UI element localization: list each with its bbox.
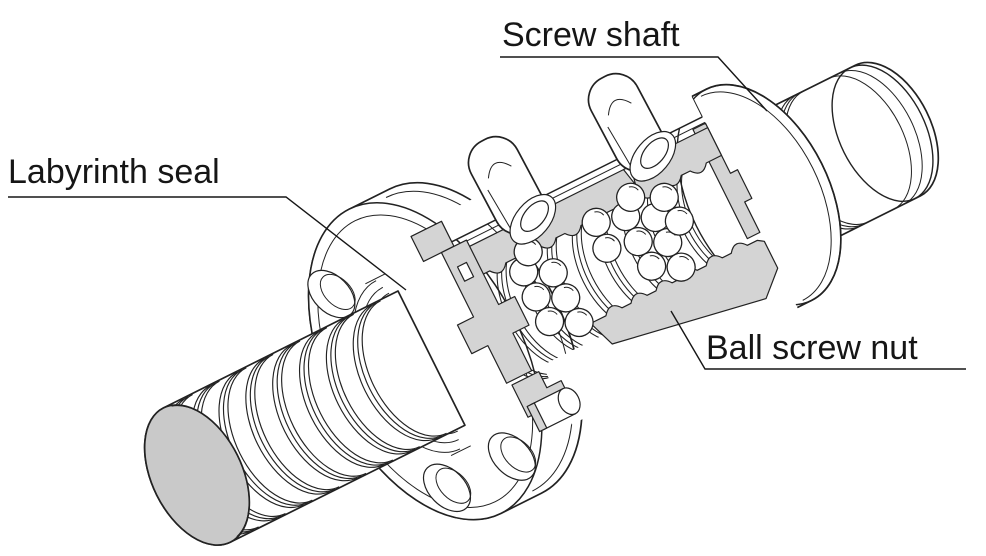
- bearing-ball: [534, 306, 565, 337]
- bearing-ball-circle: [666, 252, 696, 282]
- seal-groove-notch: [456, 261, 475, 282]
- label-screw-shaft: Screw shaft: [502, 16, 680, 54]
- bearing-ball: [564, 307, 594, 338]
- thread-line: [227, 367, 313, 504]
- leader-line-labyrinth-seal: [8, 196, 407, 291]
- bearing-ball-circle: [564, 307, 594, 338]
- label-labyrinth-seal: Labyrinth seal: [8, 153, 220, 191]
- thread-line: [281, 340, 367, 477]
- thread-line: [361, 300, 447, 437]
- thread-line: [325, 318, 412, 455]
- thread-line: [334, 313, 420, 451]
- thread-line: [330, 315, 416, 453]
- thread-line: [254, 353, 340, 491]
- thread-line: [357, 302, 443, 439]
- bolt-hole-counterbore: [487, 432, 536, 481]
- ball-highlight: [547, 310, 558, 315]
- thread-line: [307, 327, 394, 464]
- seal-collar-line: [365, 273, 386, 285]
- ball-highlight: [551, 261, 562, 267]
- bottom-seal-and-fitting: [511, 371, 581, 433]
- ball-highlight: [636, 230, 647, 235]
- ball-highlight: [577, 311, 588, 316]
- bearing-ball: [521, 282, 551, 312]
- ball-highlight: [679, 256, 690, 261]
- thread-line: [785, 90, 869, 226]
- ball-highlight: [594, 211, 605, 216]
- leader-line-screw-shaft: [500, 56, 768, 112]
- ball-highlight: [605, 237, 615, 242]
- thread-runout-arc: [828, 75, 912, 210]
- thread-line: [249, 356, 335, 493]
- ball-highlight: [534, 285, 545, 291]
- bearing-ball-circle: [664, 206, 695, 236]
- ball-highlight: [677, 209, 688, 215]
- bearing-ball: [636, 251, 667, 281]
- grease-fitting-base: [526, 402, 548, 433]
- label-ball-screw-nut: Ball screw nut: [706, 329, 918, 367]
- screw-shaft-left: [143, 290, 466, 546]
- cut-step-line: [691, 96, 703, 118]
- thread-line: [303, 329, 389, 466]
- bearing-ball: [616, 182, 646, 212]
- seal-collar-line: [450, 445, 471, 457]
- bearing-ball: [664, 206, 695, 236]
- ball-highlight: [649, 255, 660, 260]
- ball-highlight: [628, 186, 639, 191]
- assembly: [143, 61, 940, 546]
- thread-runout-arc: [171, 405, 250, 538]
- thread-line: [298, 331, 385, 468]
- thread-line: [245, 358, 331, 495]
- bolt-hole-bore: [435, 467, 472, 504]
- ball-highlight: [662, 186, 673, 191]
- thread-line: [352, 304, 438, 442]
- nut-end-chamfer: [700, 91, 832, 301]
- flange-bolt-hole: [422, 463, 472, 513]
- bearing-ball-circle: [636, 251, 667, 281]
- bolt-hole-bore: [500, 436, 537, 473]
- bearing-ball: [538, 258, 568, 288]
- grease-fitting-tip: [557, 387, 581, 416]
- bolt-hole-counterbore: [422, 463, 472, 513]
- flange-bolt-hole: [487, 432, 537, 481]
- thread-runout-arc: [838, 69, 923, 205]
- bolt-hole-bore: [319, 273, 356, 310]
- thread-line: [276, 342, 362, 480]
- leader-line-ball-screw-nut: [670, 310, 966, 370]
- bearing-ball: [649, 182, 679, 213]
- bearing-ball: [666, 252, 696, 282]
- ball-highlight: [563, 286, 574, 292]
- thread-line: [272, 344, 358, 482]
- cut-face-bottom-seal: [511, 371, 570, 418]
- bearing-ball-circle: [592, 233, 622, 263]
- bearing-ball-circle: [534, 306, 565, 337]
- bearing-ball: [592, 233, 622, 263]
- bearing-ball-circle: [616, 182, 646, 212]
